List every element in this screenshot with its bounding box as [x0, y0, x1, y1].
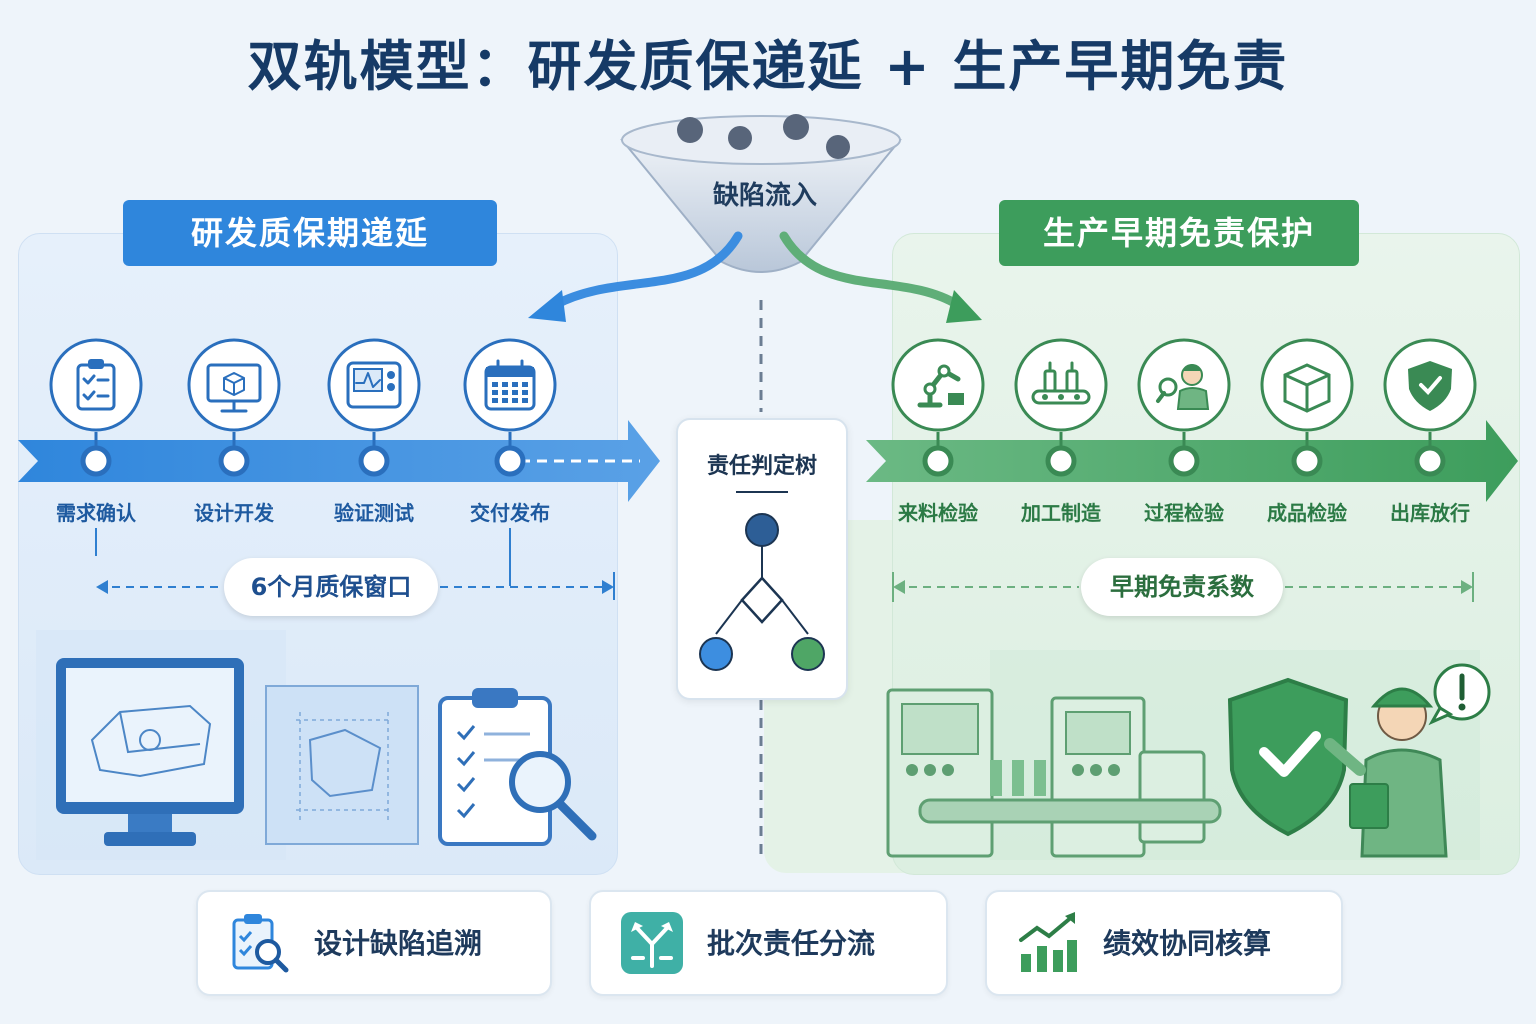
- robot-arm-icon: [917, 364, 964, 408]
- monitor-cube-icon: [206, 363, 262, 413]
- responsibility-tree-card: 责任判定树: [676, 418, 848, 700]
- rd-step-1: [49, 338, 143, 477]
- defect-funnel: [620, 114, 902, 273]
- coefficient-bracket: [892, 572, 1474, 602]
- blueprint-icon: [265, 685, 419, 845]
- production-step-1: [891, 338, 985, 477]
- bottom-card-label: 批次责任分流: [707, 927, 876, 960]
- rd-step-4: [463, 338, 557, 477]
- batch-responsibility-card[interactable]: 批次责任分流: [589, 890, 948, 996]
- warranty-window-bracket: [95, 528, 615, 600]
- rd-timeline-node: [218, 445, 250, 477]
- rd-illustration: [36, 630, 597, 860]
- bottom-card-label: 设计缺陷追溯: [314, 927, 483, 960]
- defect-ball: [826, 135, 850, 159]
- step-label-release: 出库放行: [1390, 501, 1470, 525]
- checklist-magnifier-icon: [438, 688, 597, 846]
- step-label-verification: 验证测试: [334, 501, 414, 525]
- production-exemption-banner: 生产早期免责保护: [999, 200, 1359, 266]
- production-timeline-node: [1045, 445, 1077, 477]
- step-label-final-inspection: 成品检验: [1267, 501, 1347, 525]
- page-title: 双轨模型：研发质保递延 + 生产早期免责: [247, 35, 1289, 98]
- cad-monitor-icon: [56, 658, 244, 846]
- production-timeline-node: [1291, 445, 1323, 477]
- rd-timeline-node: [494, 445, 526, 477]
- production-step-5: [1383, 338, 1477, 477]
- rd-step-2: [187, 338, 281, 477]
- package-box-icon: [1283, 363, 1331, 413]
- rd-warranty-banner: 研发质保期递延: [123, 200, 497, 266]
- rd-timeline: [18, 420, 660, 502]
- defect-ball: [783, 114, 809, 140]
- calendar-icon: [484, 359, 536, 411]
- split-arrow-left: [550, 231, 743, 310]
- production-step-2: [1014, 338, 1108, 477]
- rd-timeline-node: [80, 445, 112, 477]
- exemption-coefficient-pill: 早期免责系数: [1081, 558, 1283, 616]
- rd-step-3: [327, 338, 421, 477]
- worker-icon: [1324, 687, 1448, 858]
- defect-ball: [728, 126, 752, 150]
- funnel-label: 缺陷流入: [712, 181, 817, 211]
- step-label-design: 设计开发: [194, 501, 274, 525]
- production-machine-icon: [886, 688, 1222, 858]
- growth-chart-icon: [1019, 912, 1077, 972]
- production-timeline-node: [922, 445, 954, 477]
- design-defect-trace-card[interactable]: 设计缺陷追溯: [196, 890, 552, 996]
- bottle-conveyor-icon: [1031, 361, 1091, 405]
- shield-check-icon: [1408, 361, 1452, 411]
- production-timeline-node: [1168, 445, 1200, 477]
- clipboard-checklist-icon: [76, 359, 116, 411]
- step-label-delivery: 交付发布: [470, 501, 550, 525]
- step-label-incoming: 来料检验: [898, 501, 978, 525]
- alert-bubble-icon: [1428, 663, 1491, 726]
- rd-timeline-node: [358, 445, 390, 477]
- step-label-process-inspection: 过程检验: [1144, 501, 1224, 525]
- test-instrument-icon: [346, 361, 402, 409]
- production-step-4: [1260, 338, 1354, 477]
- inspector-magnifier-icon: [1156, 364, 1210, 410]
- split-arrows-icon: [621, 912, 683, 974]
- shield-check-icon: [1227, 677, 1349, 837]
- split-arrow-right-head: [946, 290, 982, 323]
- defect-ball: [677, 117, 703, 143]
- performance-accounting-card[interactable]: 绩效协同核算: [985, 890, 1343, 996]
- step-label-requirement: 需求确认: [56, 501, 136, 525]
- production-timeline-node: [1414, 445, 1446, 477]
- split-arrow-left-head: [528, 290, 566, 322]
- decision-tree-icon: [699, 491, 825, 671]
- production-step-3: [1137, 338, 1231, 477]
- step-label-processing: 加工制造: [1021, 501, 1101, 525]
- factory-illustration: [886, 650, 1491, 860]
- tree-title: 责任判定树: [706, 454, 817, 479]
- warranty-window-pill: 6个月质保窗口: [224, 558, 438, 616]
- bottom-card-label: 绩效协同核算: [1103, 927, 1272, 960]
- clipboard-magnifier-icon: [232, 914, 289, 973]
- split-arrow-right: [779, 231, 963, 310]
